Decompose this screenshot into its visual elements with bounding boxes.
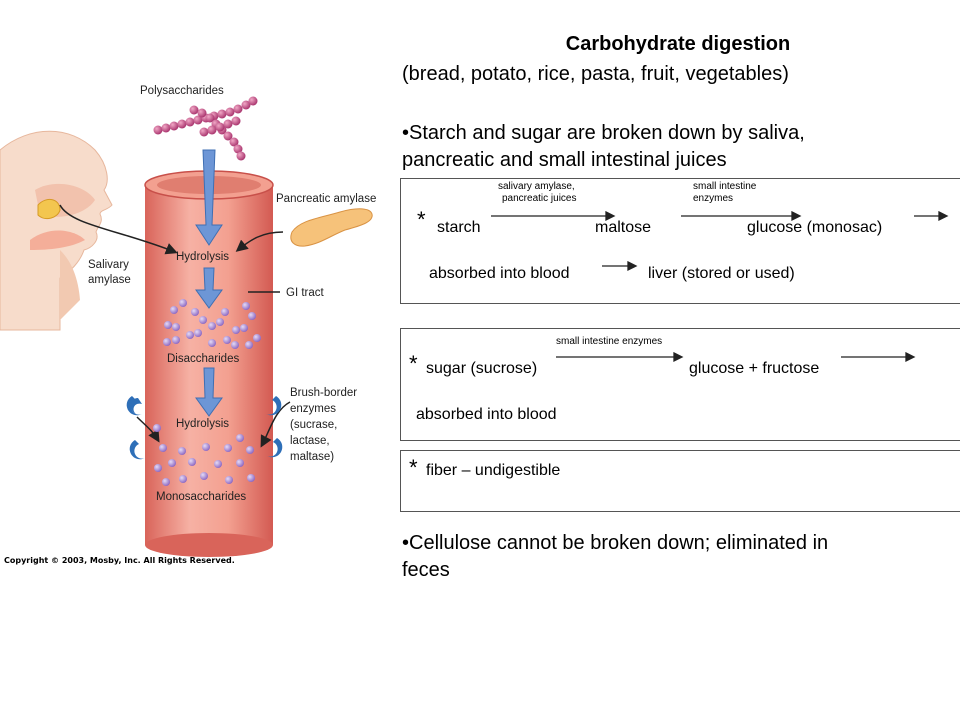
label-brush-border-line4: lactase, [290,435,330,447]
asterisk-sugar: * [409,351,418,376]
enzyme-label-enzymes: enzymes [693,193,734,204]
sugar-arrows [556,351,916,363]
asterisk-fiber: * [409,455,418,480]
head-profile [0,130,113,331]
label-hydrolysis-bottom: Hydrolysis [176,418,229,430]
polysaccharide-chains [153,96,258,161]
label-salivary-amylase-line2: amylase [88,274,131,286]
brush-border-enzymes [126,396,283,460]
enzyme-label-salivary: salivary amylase, [498,181,575,192]
monosaccharide-molecules [153,424,255,486]
label-polysaccharides: Polysaccharides [140,85,224,97]
page-title: Carbohydrate digestion [565,33,791,55]
term-fiber: fiber – undigestible [426,462,561,479]
bullet-cellulose: •Cellulose cannot be broken down; elimin… [402,530,922,584]
disaccharide-molecules [163,299,261,349]
bullet-cellulose-line1: •Cellulose cannot be broken down; elimin… [402,532,829,554]
label-brush-border-line3: (sucrase, [290,419,337,431]
pointer-lines [59,204,291,448]
page-subtitle: (bread, potato, rice, pasta, fruit, vege… [402,63,789,85]
digestion-illustration: Polysaccharides Pancreatic amylase Saliv… [0,85,376,557]
term-starch: starch [437,219,481,236]
fiber-box: * fiber – undigestible [400,450,960,512]
label-monosaccharides: Monosaccharides [156,491,246,503]
term-glucose-fructose: glucose + fructose [689,360,820,377]
term-liver: liver (stored or used) [648,265,795,282]
label-salivary-amylase-line1: Salivary [88,259,129,271]
bullet-cellulose-line2: feces [402,559,450,581]
bullet-breakdown: •Starch and sugar are broken down by sal… [402,120,922,174]
copyright-notice: Copyright © 2003, Mosby, Inc. All Rights… [4,556,235,565]
term-maltose: maltose [595,219,652,236]
sugar-pathway-box: small intestine enzymes * sugar (sucrose… [400,328,960,441]
label-brush-border-line1: Brush-border [290,387,357,399]
label-gi-tract: GI tract [286,287,325,299]
bullet-breakdown-line2: pancreatic and small intestinal juices [402,149,727,171]
term-sugar-sucrose: sugar (sucrose) [426,360,538,377]
label-brush-border-line5: maltase) [290,451,334,463]
term-glucose-monosac: glucose (monosac) [747,219,883,236]
label-disaccharides: Disaccharides [167,353,239,365]
enzyme-label-small-intestine: small intestine [693,181,757,192]
label-hydrolysis-top: Hydrolysis [176,251,229,263]
label-pancreatic-amylase: Pancreatic amylase [276,193,376,205]
enzyme-label-pancreatic: pancreatic juices [502,193,577,204]
process-arrows [195,149,223,417]
starch-pathway-box: salivary amylase, pancreatic juices smal… [400,178,960,304]
enzyme-label-sugar: small intestine enzymes [556,336,663,347]
term-sugar-absorbed: absorbed into blood [416,406,557,423]
term-absorbed-blood: absorbed into blood [429,265,570,282]
starch-arrows [491,210,949,272]
asterisk-starch: * [417,207,426,232]
bullet-breakdown-line1: •Starch and sugar are broken down by sal… [402,122,805,144]
pancreas-shape [290,208,373,247]
label-brush-border-line2: enzymes [290,403,336,415]
